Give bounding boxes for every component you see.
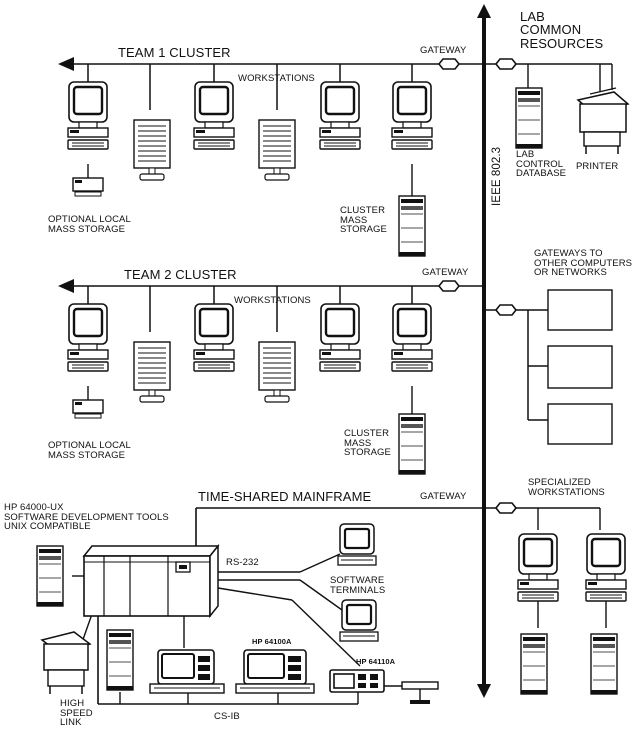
team2-cluster-label: TEAM 2 CLUSTER <box>124 268 237 281</box>
workstations-1-label: WORKSTATIONS <box>238 74 315 84</box>
mainframe-icon <box>84 546 218 616</box>
optional-local-mass-storage-1-label: OPTIONAL LOCAL MASS STORAGE <box>48 215 131 234</box>
printer-label: PRINTER <box>576 162 618 172</box>
hp-64100a-label: HP 64100A <box>252 638 292 646</box>
workstation-icon <box>68 304 108 371</box>
software-terminals-label: SOFTWARE TERMINALS <box>330 576 385 595</box>
workstation-tower-icon <box>134 120 170 180</box>
rs-232-label: RS-232 <box>226 558 259 568</box>
gateway-2-icon <box>439 281 459 291</box>
hp-64110a-label: HP 64110A <box>356 658 395 666</box>
gateway-3-label: GATEWAY <box>420 492 466 502</box>
external-gateway-icon <box>496 305 516 315</box>
ieee-802-3-label: IEEE 802.3 <box>492 147 504 206</box>
workstation-icon <box>194 304 234 371</box>
mainframe-storage-icon <box>107 630 133 690</box>
workstation-icon <box>320 82 360 149</box>
hp-64000-ux-label: HP 64000-UX SOFTWARE DEVELOPMENT TOOLS U… <box>4 503 169 532</box>
workstation-icon <box>68 82 108 149</box>
lab-control-database-icon <box>516 88 542 148</box>
workstation-icon <box>392 82 432 149</box>
ieee-backbone <box>477 4 491 698</box>
cluster-storage-icon <box>399 414 425 474</box>
hp-64100a-station-icon <box>236 650 314 693</box>
cluster-mass-storage-1-label: CLUSTER MASS STORAGE <box>340 206 387 235</box>
specialized-gateway-icon <box>496 503 516 513</box>
workstation-icon <box>392 304 432 371</box>
optional-local-mass-storage-2-label: OPTIONAL LOCAL MASS STORAGE <box>48 441 131 460</box>
team1-cluster-label: TEAM 1 CLUSTER <box>118 46 231 59</box>
workstation-icon <box>320 304 360 371</box>
specialized-workstation-icon <box>586 534 626 601</box>
lab-control-database-label: LAB CONTROL DATABASE <box>516 150 566 179</box>
workstation-icon <box>194 82 234 149</box>
specialized-storage-icon <box>591 634 617 694</box>
gateway-2-label: GATEWAY <box>422 268 468 278</box>
lab-gateway-icon <box>496 59 516 69</box>
workstation-tower-icon <box>259 120 295 180</box>
specialized-workstation-icon <box>518 534 558 601</box>
local-storage-icon <box>73 178 103 196</box>
software-terminal-icon <box>340 600 378 641</box>
hp-64100a-station-icon <box>150 650 224 693</box>
high-speed-link-printer-icon <box>42 632 90 694</box>
gateways-to-other-label: GATEWAYS TO OTHER COMPUTERS OR NETWORKS <box>534 249 632 278</box>
cluster-mass-storage-2-label: CLUSTER MASS STORAGE <box>344 429 391 458</box>
lab-common-resources-label: LAB COMMON RESOURCES <box>520 10 603 50</box>
software-terminal-icon <box>338 524 376 565</box>
cs-ib-label: CS-IB <box>214 712 240 722</box>
high-speed-link-label: HIGH SPEED LINK <box>60 699 93 728</box>
gateway-1-label: GATEWAY <box>420 46 466 56</box>
gateway-1-icon <box>439 59 459 69</box>
hp-64000-ux-cabinet-icon <box>37 546 63 606</box>
time-shared-mainframe-label: TIME-SHARED MAINFRAME <box>198 490 371 503</box>
cluster-storage-icon <box>399 196 425 256</box>
workstation-tower-icon <box>259 342 295 402</box>
printer-icon <box>578 88 628 154</box>
hp-64110a-station-icon <box>330 670 438 704</box>
local-storage-icon <box>73 400 103 418</box>
workstations-2-label: WORKSTATIONS <box>234 296 311 306</box>
specialized-workstations-label: SPECIALIZED WORKSTATIONS <box>528 478 605 497</box>
workstation-tower-icon <box>134 342 170 402</box>
specialized-storage-icon <box>521 634 547 694</box>
